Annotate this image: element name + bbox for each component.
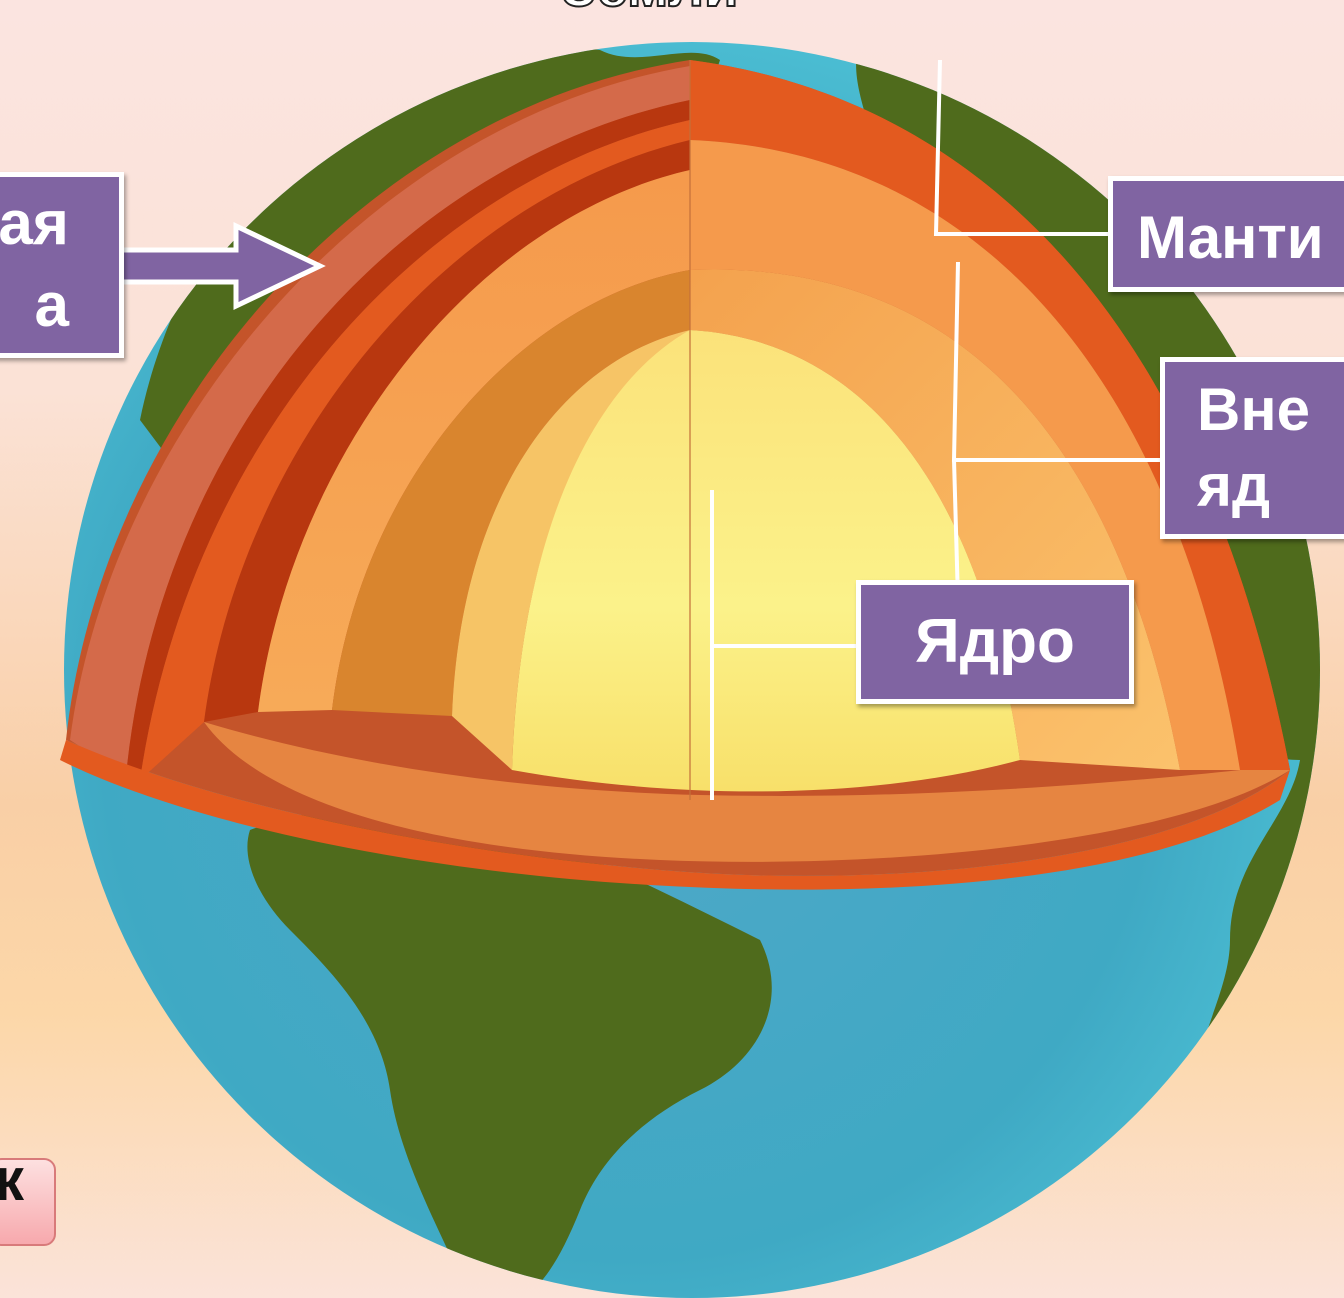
cutaway [60,60,1290,890]
crust-arrow [117,222,326,310]
crust-label: ая а [0,172,124,358]
upper-mantle-layer [204,140,690,722]
outer-core-layer [332,270,690,716]
pointer-lines [710,59,1160,800]
outer-core-label: Вне яд [1160,357,1344,539]
mantle-label: Манти [1108,176,1344,292]
core-label: Ядро [856,580,1134,704]
page-title: Земли [520,0,780,8]
lower-mantle-layer [258,170,690,712]
bottom-label-button[interactable]: к [0,1158,56,1246]
